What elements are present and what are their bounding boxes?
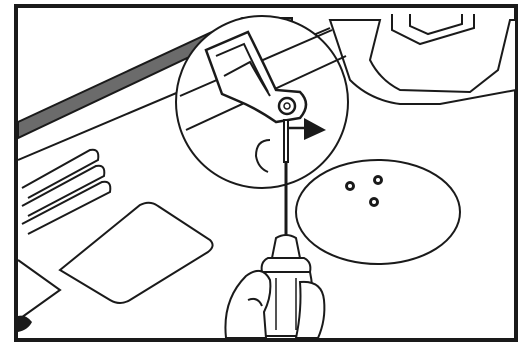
- finger: [296, 282, 324, 338]
